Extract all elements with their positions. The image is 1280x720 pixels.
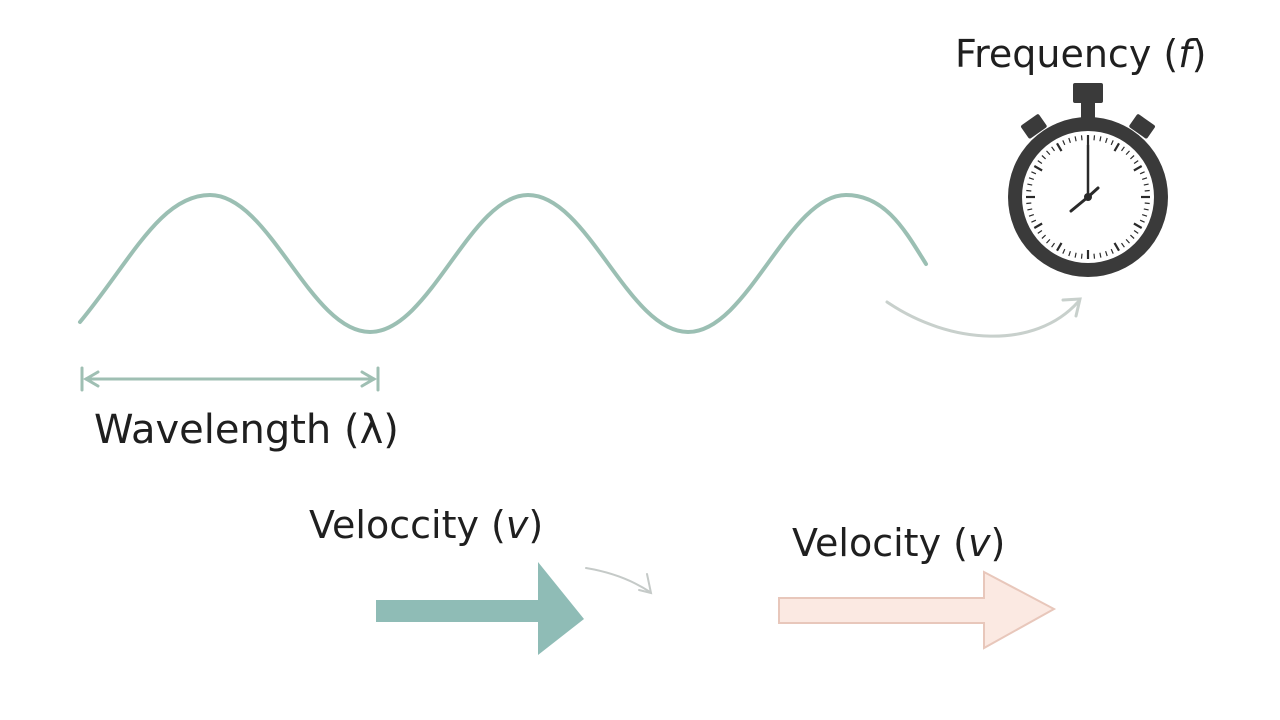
stopwatch-tick xyxy=(1074,136,1077,142)
stopwatch-tick xyxy=(1037,230,1043,234)
stopwatch-tick xyxy=(1028,177,1034,180)
wavelength-symbol: λ xyxy=(359,407,384,453)
curved-arrow xyxy=(885,297,1082,338)
stopwatch-tick xyxy=(1144,189,1150,192)
stopwatch-tick xyxy=(1027,208,1033,211)
stopwatch-tick xyxy=(1028,214,1034,217)
wavelength-label: Wavelength (λ) xyxy=(94,410,399,450)
stopwatch-tick xyxy=(1139,171,1145,175)
stopwatch-tick xyxy=(1080,253,1083,259)
stopwatch-tick xyxy=(1129,234,1135,239)
stopwatch-tick xyxy=(1110,248,1114,254)
velocity-left-label: Veloccity (v) xyxy=(309,506,543,544)
stopwatch-tick xyxy=(1110,140,1114,146)
stopwatch-tick xyxy=(1041,155,1047,160)
stopwatch-tick xyxy=(1133,165,1143,172)
stopwatch-tick xyxy=(1139,219,1145,223)
velocity-arrow-right xyxy=(778,570,1057,650)
stopwatch-tick xyxy=(1133,222,1143,229)
velocity-left-symbol: v xyxy=(505,503,529,547)
stopwatch-tick xyxy=(1062,248,1066,254)
velocity-left-label-text: Veloccity ( xyxy=(309,503,506,547)
sine-wave xyxy=(78,192,928,335)
frequency-symbol: f xyxy=(1178,32,1192,76)
velocity-right-label: Velocity (v) xyxy=(792,524,1005,562)
stopwatch-tick xyxy=(1068,251,1071,257)
stopwatch-tick xyxy=(1026,189,1032,192)
wavelength-marker xyxy=(80,366,380,392)
stopwatch-tick xyxy=(1041,234,1047,239)
stopwatch-tick xyxy=(1033,222,1043,229)
stopwatch-tick xyxy=(1105,137,1108,143)
stopwatch-tick xyxy=(1051,146,1055,152)
stopwatch-tick xyxy=(1125,238,1130,244)
velocity-arrow-left xyxy=(376,562,584,655)
stopwatch-tick xyxy=(1113,142,1120,152)
frequency-label: Frequency (f) xyxy=(955,35,1206,73)
stopwatch-tick xyxy=(1037,160,1043,164)
velocity-right-label-text: Velocity ( xyxy=(792,521,968,565)
stopwatch-tick xyxy=(1121,242,1125,248)
stopwatch-tick xyxy=(1093,253,1096,259)
stopwatch-tick xyxy=(1144,202,1150,205)
stopwatch-tick xyxy=(1133,160,1139,164)
stopwatch-tick xyxy=(1046,238,1051,244)
stopwatch-tick xyxy=(1051,242,1055,248)
stopwatch-icon xyxy=(1008,83,1168,277)
stopwatch-tick xyxy=(1080,135,1083,141)
stopwatch-tick xyxy=(1062,140,1066,146)
stopwatch-tick xyxy=(1074,252,1077,258)
stopwatch-tick xyxy=(1142,177,1148,180)
stopwatch-tick xyxy=(1046,150,1051,156)
stopwatch-tick xyxy=(1056,242,1063,252)
velocity-right-symbol: v xyxy=(967,521,991,565)
stopwatch-tick xyxy=(1031,219,1037,223)
frequency-label-text: Frequency ( xyxy=(955,32,1179,76)
stopwatch-tick xyxy=(1142,214,1148,217)
wavelength-label-close: ) xyxy=(383,407,399,453)
stopwatch-tick xyxy=(1133,230,1139,234)
stopwatch-tick xyxy=(1143,208,1149,211)
velocity-left-label-close: ) xyxy=(528,503,544,547)
stopwatch-tick xyxy=(1026,202,1032,205)
stopwatch-tick xyxy=(1129,155,1135,160)
stopwatch-tick xyxy=(1125,150,1130,156)
velocity-right-label-close: ) xyxy=(990,521,1006,565)
stopwatch-tick xyxy=(1113,242,1120,252)
stopwatch-tick xyxy=(1056,142,1063,152)
stopwatch-tick xyxy=(1031,171,1037,175)
stopwatch-tick xyxy=(1093,135,1096,141)
stopwatch-tick xyxy=(1105,251,1108,257)
stopwatch-tick xyxy=(1099,252,1102,258)
stopwatch-tick xyxy=(1099,136,1102,142)
frequency-label-close: ) xyxy=(1191,32,1207,76)
stopwatch-tick xyxy=(1121,146,1125,152)
stopwatch-tick xyxy=(1033,165,1043,172)
small-arrow xyxy=(585,567,653,595)
stopwatch-tick xyxy=(1027,183,1033,186)
stopwatch-tick xyxy=(1068,137,1071,143)
wavelength-label-text: Wavelength ( xyxy=(94,407,360,453)
stopwatch-tick xyxy=(1143,183,1149,186)
